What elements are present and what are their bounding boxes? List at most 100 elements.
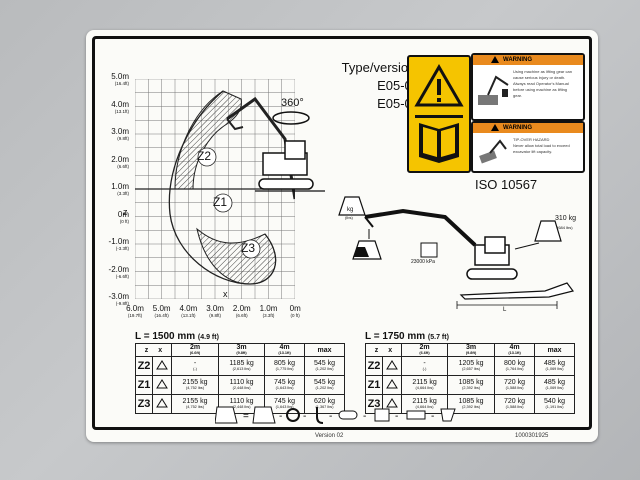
capacity-cell: 745 kg(1,643 lbs) bbox=[264, 375, 306, 395]
capacity-lbs: (1,367 lbs) bbox=[315, 405, 334, 409]
accessory-pictograms: = - - - - - - bbox=[215, 406, 456, 424]
y-label-m: -3.0m bbox=[108, 292, 129, 301]
table-row: Z2-(-)1185 kg(2,613 lbs)805 kg(1,775 lbs… bbox=[135, 356, 345, 376]
capacity-cell: 1085 kg(2,392 lbs) bbox=[447, 394, 496, 414]
row-zone-label: Z2 bbox=[365, 356, 383, 376]
plate-border: 5.0m(16.4ft)4.0m(13.1ft)3.0m(9.8ft)2.0m(… bbox=[92, 36, 592, 439]
excavator-side-icon bbox=[255, 140, 325, 192]
capacity-kg: - bbox=[193, 360, 197, 367]
x-label: 5.0m(16.4ft) bbox=[148, 305, 176, 319]
row-zone-label: Z2 bbox=[135, 356, 153, 376]
capacity-kg: 720 kg bbox=[504, 398, 526, 405]
counterweight-kg: 310 kg bbox=[555, 215, 577, 222]
table-1-title: L = 1500 mm (4.9 ft) bbox=[135, 331, 219, 342]
header-distance-ft: (6.6ft) bbox=[419, 351, 430, 355]
y-label-m: 0m bbox=[117, 209, 129, 219]
lift-range-grid bbox=[135, 79, 295, 299]
capacity-lbs: (-) bbox=[193, 367, 197, 371]
x-label-m: 4.0m bbox=[179, 304, 198, 313]
capacity-kg: 2155 kg bbox=[182, 398, 208, 405]
capacity-cell: 1085 kg(2,392 lbs) bbox=[447, 375, 496, 395]
iso-standard: ISO 10567 bbox=[475, 177, 538, 192]
load-chart-plate: 5.0m(16.4ft)4.0m(13.1ft)3.0m(9.8ft)2.0m(… bbox=[86, 30, 598, 442]
capacity-kg: 540 kg bbox=[543, 398, 566, 405]
header-distance-ft: (9.8ft) bbox=[236, 351, 247, 355]
capacity-cell: 1110 kg(2,448 lbs) bbox=[218, 375, 266, 395]
capacity-kg: 745 kg bbox=[274, 379, 296, 386]
y-label: 4.0m(13.1ft) bbox=[95, 99, 129, 115]
table-header-cell: 2m(6.6ft) bbox=[170, 343, 220, 357]
capacity-lbs: (2,448 lbs) bbox=[232, 405, 251, 409]
weight-lbs-label: (lbs) bbox=[345, 215, 353, 220]
header-distance: max bbox=[317, 346, 332, 354]
capacity-cell: 805 kg(1,775 lbs) bbox=[264, 356, 306, 376]
table-row: Z2-(-)1205 kg(2,657 lbs)800 kg(1,764 lbs… bbox=[365, 356, 575, 376]
lift-position-icon bbox=[382, 375, 402, 395]
svg-text:-: - bbox=[395, 411, 398, 422]
capacity-cell: 2155 kg(4,752 lbs) bbox=[170, 394, 220, 414]
header-distance: max bbox=[547, 346, 562, 354]
capacity-cell: 720 kg(1,588 lbs) bbox=[494, 394, 536, 414]
capacity-lbs: (4,752 lbs) bbox=[186, 386, 204, 390]
y-label: -1.0m(-3.3ft) bbox=[95, 238, 129, 252]
capacity-lbs: (1,588 lbs) bbox=[505, 386, 524, 390]
y-label-ft: (6.6ft) bbox=[117, 163, 129, 169]
y-label-ft: (-3.3ft) bbox=[115, 246, 129, 251]
header-distance: 3m bbox=[465, 344, 477, 351]
lifting-hazard-icon bbox=[478, 75, 509, 105]
capacity-lbs: (1,775 lbs) bbox=[275, 367, 294, 371]
header-distance-ft: (13.1ft) bbox=[278, 351, 291, 355]
row-zone-label: Z3 bbox=[135, 394, 153, 414]
table-header-cell: 3m(9.8ft) bbox=[218, 343, 266, 357]
capacity-kg: - bbox=[423, 360, 426, 367]
x-label-ft: (6.6ft) bbox=[235, 313, 248, 318]
table-2-title-mm: L = 1750 mm bbox=[365, 331, 426, 342]
capacity-cell: -(-) bbox=[170, 356, 220, 376]
row-zone-label: Z1 bbox=[365, 375, 383, 395]
y-label-m: 4.0m bbox=[111, 99, 129, 109]
y-label-ft: (16.4ft) bbox=[114, 81, 129, 86]
bucket-outline bbox=[226, 118, 244, 131]
lift-position-icon bbox=[152, 356, 172, 376]
zone-z2-circle bbox=[197, 147, 217, 167]
y-label-m: 2.0m bbox=[111, 154, 129, 164]
table-header-cell: 4m(13.1ft) bbox=[494, 343, 536, 357]
caution-and-manual-icons bbox=[414, 64, 464, 163]
header-distance: 2m bbox=[189, 344, 201, 351]
capacity-kg: 545 kg bbox=[313, 360, 336, 367]
y-label-ft: (13.1ft) bbox=[114, 108, 129, 114]
header-distance-ft: (9.8ft) bbox=[465, 351, 477, 355]
table-header-cell: 2m(6.6ft) bbox=[400, 343, 449, 357]
capacity-cell: 620 kg(1,367 lbs) bbox=[304, 394, 345, 414]
y-label-m: 3.0m bbox=[111, 127, 129, 136]
capacity-lbs: (1,202 lbs) bbox=[315, 367, 334, 371]
warning-box-tipover: WARNING TIP-OVER HAZARD Never allow tota… bbox=[471, 121, 585, 173]
y-label-ft: (3.3ft) bbox=[117, 191, 129, 196]
svg-text:=: = bbox=[243, 411, 249, 422]
capacity-cell: 545 kg(1,202 lbs) bbox=[304, 375, 345, 395]
warning-symbol-panel bbox=[407, 55, 471, 173]
table-header-cell: 4m(13.1ft) bbox=[264, 343, 306, 357]
type-version-block: Type/version: E05-04 E05-08 bbox=[309, 59, 419, 113]
capacity-lbs: (1,588 lbs) bbox=[505, 405, 524, 409]
y-label-ft: (0 ft) bbox=[119, 218, 129, 224]
y-label-m: -1.0m bbox=[108, 237, 129, 246]
header-distance-ft: (6.6ft) bbox=[189, 351, 201, 355]
table-header-cell: max bbox=[534, 343, 575, 357]
capacity-cell: 1205 kg(2,657 lbs) bbox=[447, 356, 496, 376]
capacity-lbs: (2,392 lbs) bbox=[462, 386, 481, 390]
svg-text:-: - bbox=[329, 411, 332, 422]
capacity-cell: 1185 kg(2,613 lbs) bbox=[218, 356, 266, 376]
warning-1-line-2: cause serious injury or death. bbox=[513, 75, 566, 80]
capacity-kg: 485 kg bbox=[543, 360, 566, 367]
x-label: 6.0m(19.7ft) bbox=[121, 305, 149, 319]
z-axis-label: z bbox=[123, 207, 128, 217]
x-label-ft: (9.8ft) bbox=[209, 313, 221, 318]
footer-part-number: 1000301925 bbox=[515, 433, 549, 439]
